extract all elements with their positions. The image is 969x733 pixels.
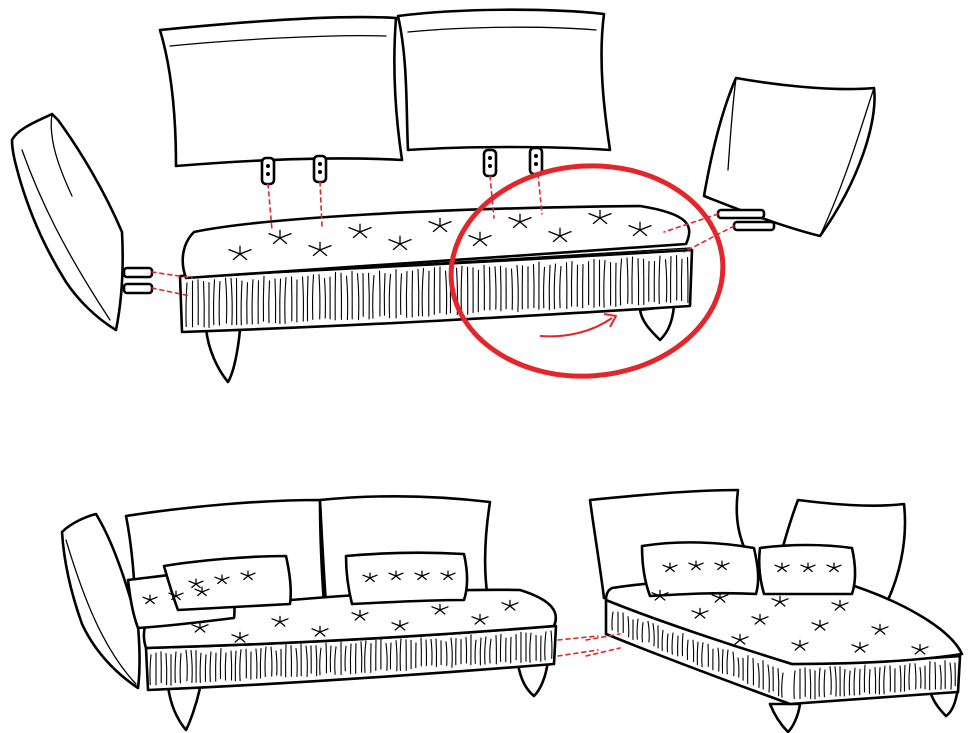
ruching-stroke (406, 272, 407, 318)
assembly-guide-line (586, 648, 620, 656)
left-armrest-cushion (12, 114, 123, 330)
ruching-stroke (263, 276, 264, 321)
ruching-stroke (632, 257, 633, 304)
ruching-stroke (864, 665, 865, 692)
ruching-stroke (380, 271, 381, 316)
ruching-stroke (436, 639, 437, 667)
ruching-stroke (260, 649, 261, 678)
ruching-stroke (390, 643, 391, 669)
back-cushion-right (398, 10, 610, 150)
ruching-stroke (682, 634, 683, 656)
ruching-stroke (307, 276, 308, 321)
connector-brackets-left-arm (124, 268, 152, 293)
right-armrest-cushion (704, 78, 875, 236)
ruching-stroke (534, 265, 535, 308)
ruching-stroke (501, 266, 502, 311)
ruching-stroke (571, 262, 572, 307)
assembly-guide-line (684, 226, 734, 252)
ruching-stroke (326, 643, 327, 673)
ruching-stroke (231, 651, 232, 680)
curved-arrow-icon (540, 318, 612, 336)
ruching-stroke (688, 258, 689, 303)
ruching-stroke (500, 634, 501, 661)
ruching-stroke (350, 644, 351, 674)
assembled-right-chaise (590, 490, 962, 732)
ruching-stroke (722, 650, 723, 674)
exploded-view (12, 10, 875, 382)
ruching-stroke (466, 637, 467, 663)
assembled-left-module (62, 496, 556, 730)
assembly-guide-line (558, 636, 598, 640)
ruching-stroke (875, 668, 876, 694)
ruching-stroke (681, 259, 682, 300)
back-cushion-left (160, 17, 402, 166)
ruching-stroke (693, 640, 694, 662)
assembly-guide-line (558, 650, 598, 656)
ruching-stroke (275, 279, 276, 323)
ruching-stroke (220, 649, 221, 679)
ruching-stroke (638, 259, 639, 305)
ruching-stroke (904, 665, 905, 691)
